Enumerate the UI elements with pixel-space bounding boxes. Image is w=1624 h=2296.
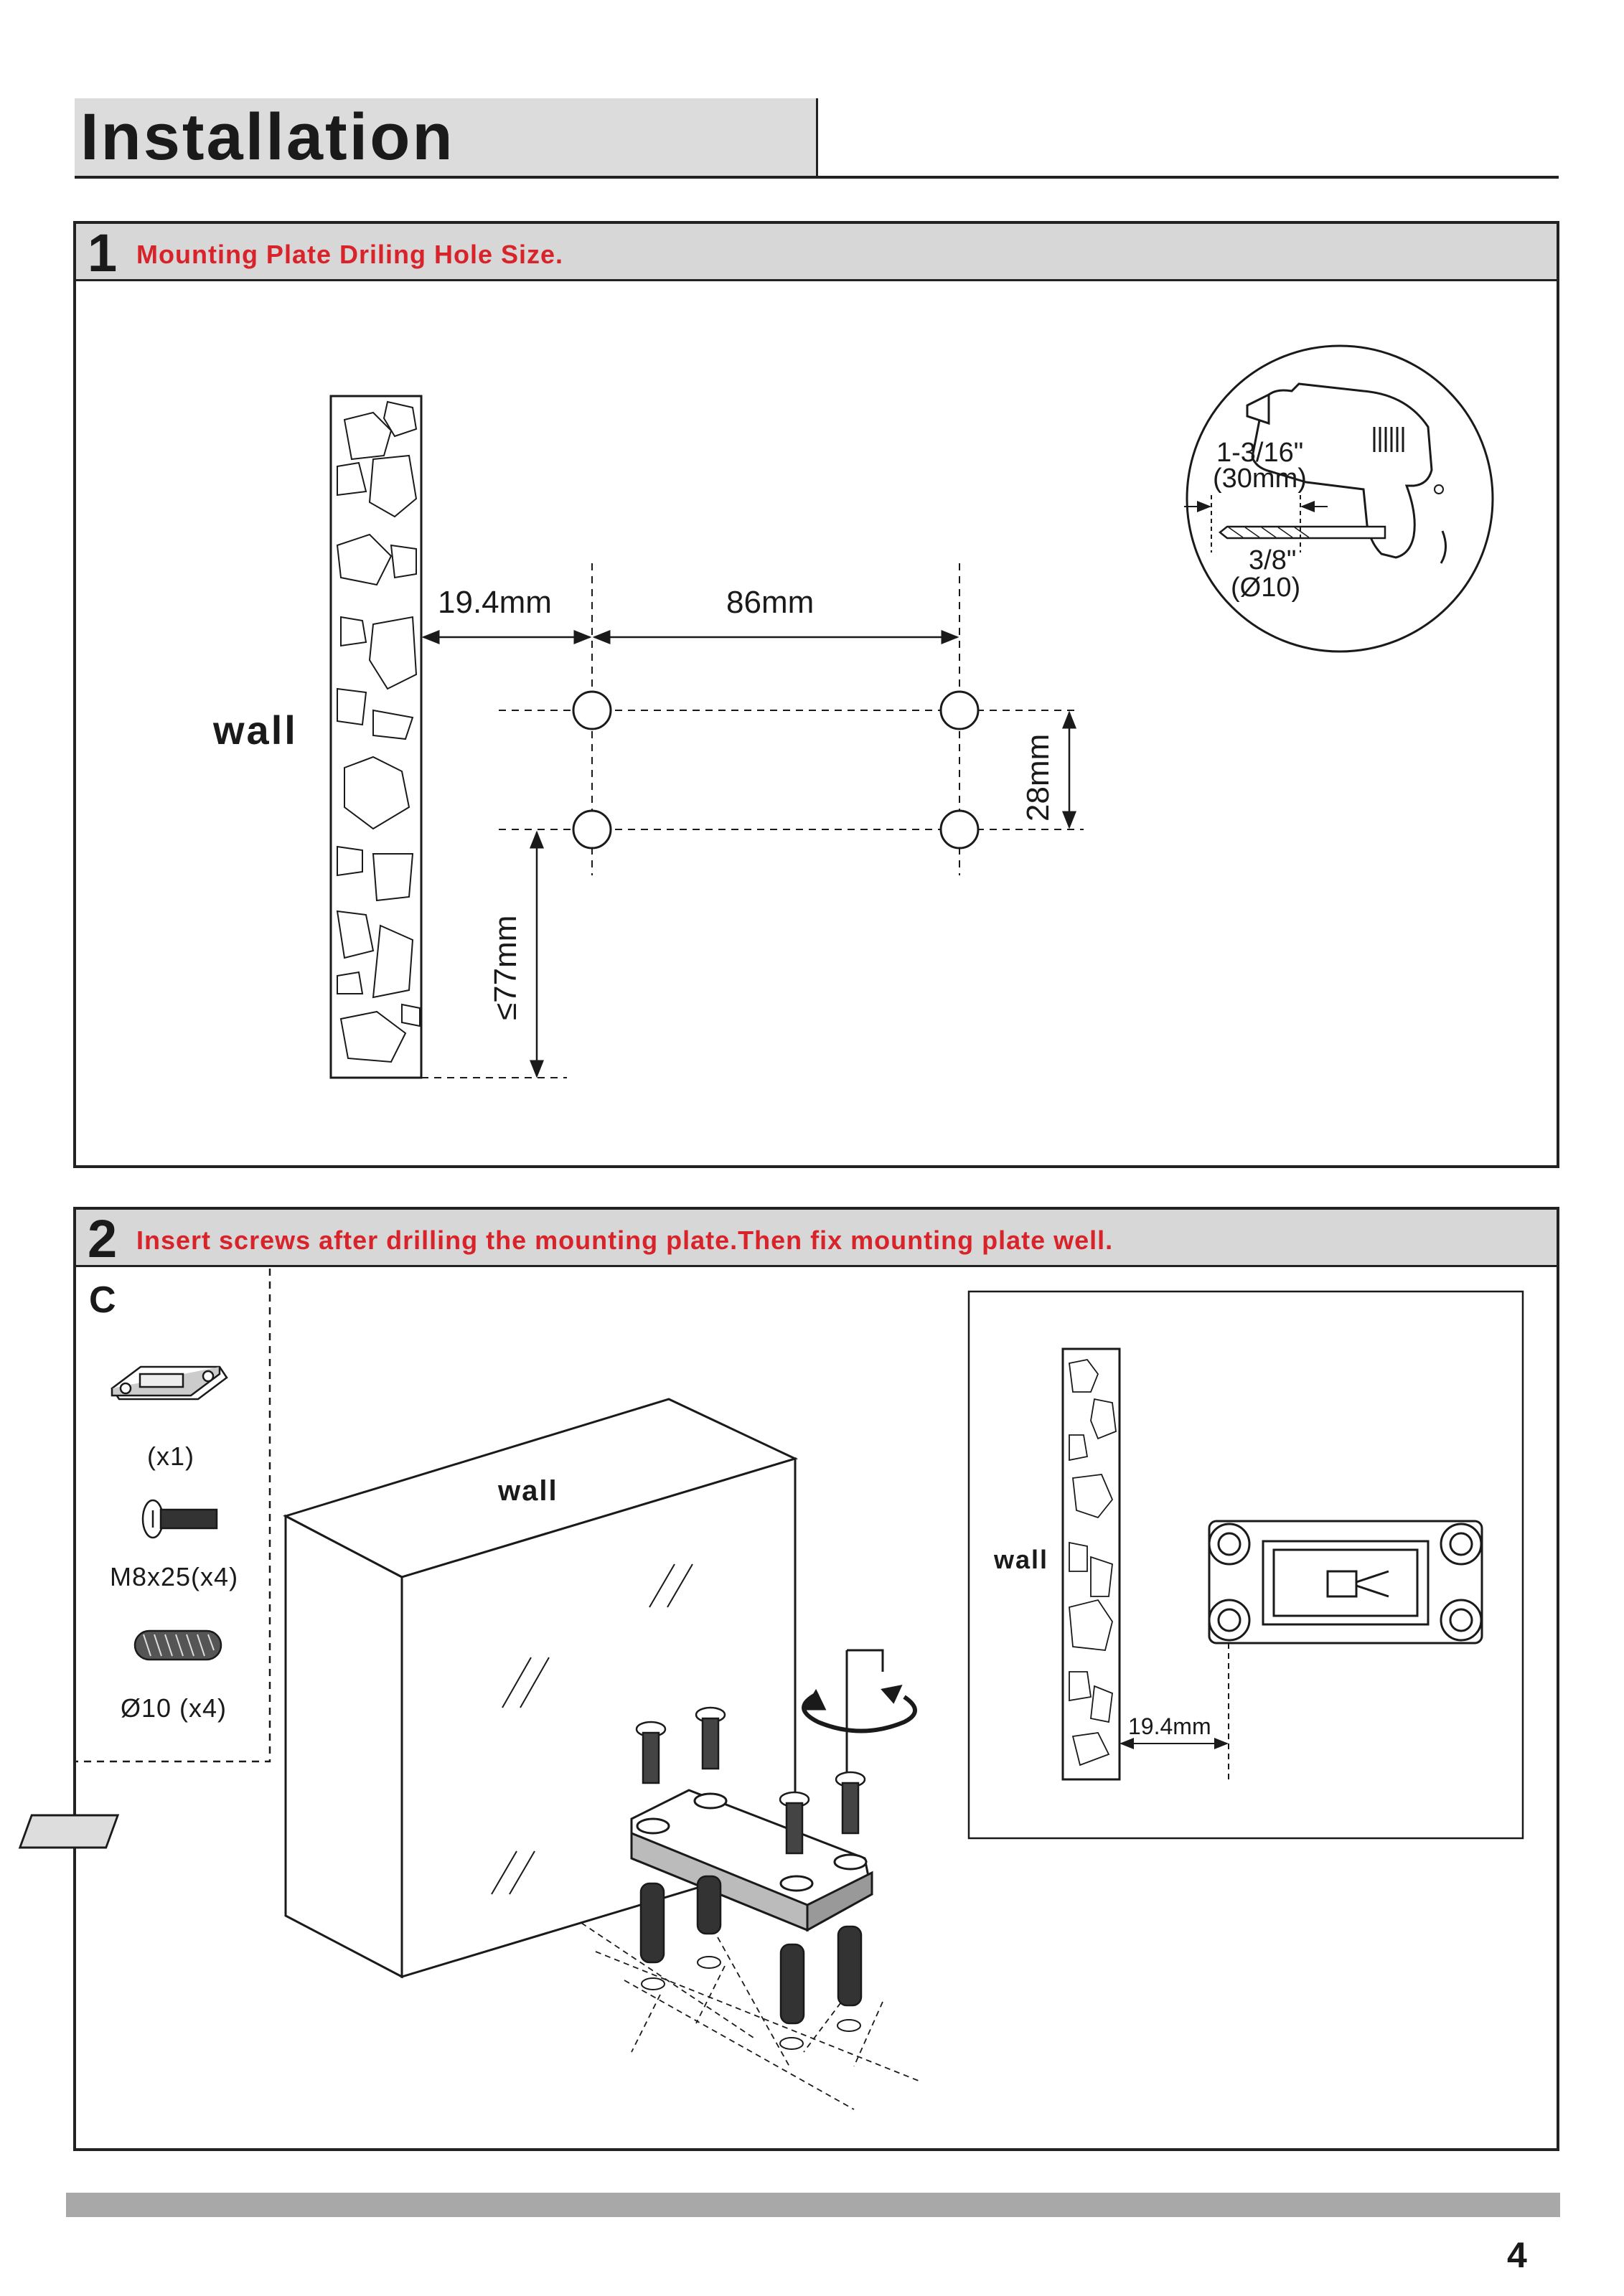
title-background — [75, 98, 818, 177]
dim-left-gap: 19.4mm — [438, 585, 552, 620]
wall-label: wall — [213, 707, 298, 753]
drill-depth-metric: (30mm) — [1213, 464, 1307, 494]
anchor-icon — [133, 1629, 222, 1661]
drill-bit-imperial: 3/8" — [1249, 545, 1297, 575]
step1-instruction: Mounting Plate Driling Hole Size. — [136, 240, 564, 269]
part-plate-qty: (x1) — [147, 1441, 194, 1471]
inset-wall-label: wall — [994, 1545, 1049, 1574]
inset-dim: 19.4mm — [1128, 1713, 1211, 1739]
step2-header: 2 Insert screws after drilling the mount… — [76, 1210, 1557, 1267]
page-number: 4 — [1507, 2235, 1527, 2275]
dim-hole-spacing: 86mm — [726, 585, 815, 620]
screws-3d — [635, 1706, 866, 1855]
step1-header: 1 Mounting Plate Driling Hole Size. — [76, 224, 1557, 281]
parts-group-label: C — [89, 1279, 116, 1321]
title-rule — [75, 176, 1559, 179]
step2-number: 2 — [88, 1209, 118, 1269]
anchors-3d — [639, 1875, 863, 2025]
step1-number: 1 — [88, 223, 118, 283]
wall-block-label: wall — [498, 1475, 558, 1507]
screw-icon — [141, 1499, 218, 1539]
inset-plate-icon — [1208, 1520, 1483, 1645]
mounting-plate-3d — [18, 1789, 873, 1932]
page-title: Installation — [80, 100, 455, 174]
drill-holes — [572, 690, 980, 850]
drill-icon — [1184, 344, 1494, 653]
inset-wall-icon — [1061, 1347, 1121, 1781]
part-anchor-qty: Ø10 (x4) — [121, 1693, 227, 1723]
drill-depth-imperial: 1-3/16" — [1216, 438, 1304, 468]
mounting-plate-icon — [111, 1365, 228, 1401]
footer-bar — [66, 2193, 1560, 2217]
wall-section-icon — [329, 395, 423, 1079]
step2-instruction: Insert screws after drilling the mountin… — [136, 1225, 1114, 1255]
hex-key-icon — [802, 1649, 917, 1772]
drill-bit-metric: (Ø10) — [1231, 573, 1301, 603]
part-screw-qty: M8x25(x4) — [110, 1562, 239, 1591]
